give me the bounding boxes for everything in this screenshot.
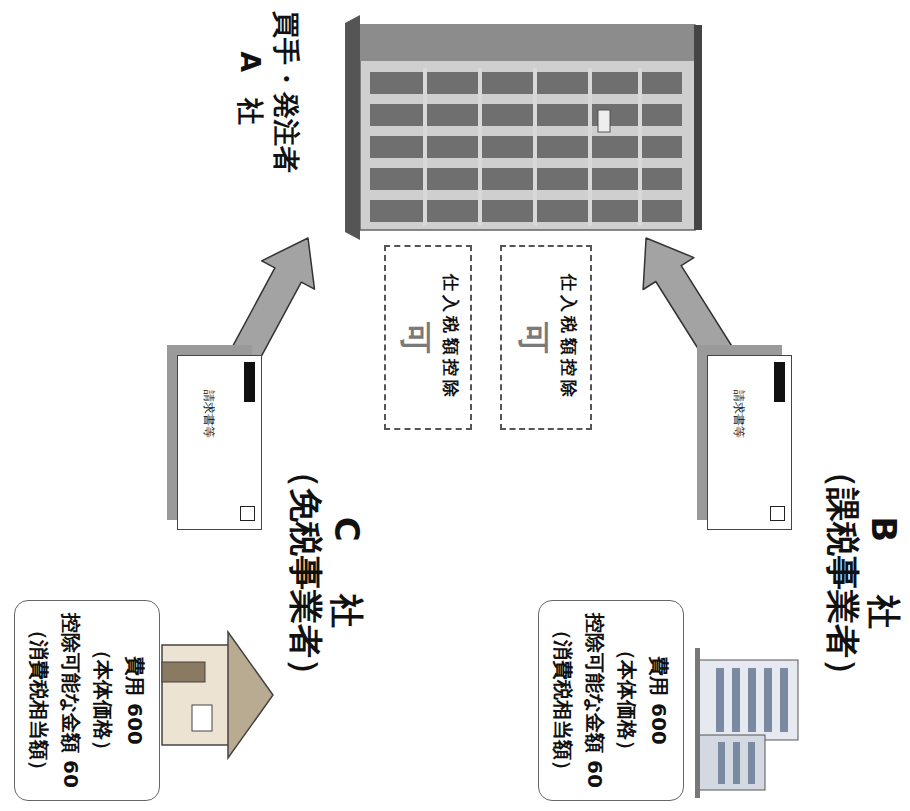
deduction-box: 仕入税額控除可: [384, 245, 472, 430]
amount-box: 費用 600（本体価格）控除可能な金額 60（消費税相当額）: [538, 600, 684, 801]
box-text: A 社: [231, 4, 267, 180]
invoice-document: 請求書等: [177, 355, 262, 530]
building-main: [698, 660, 798, 740]
tower-base: [345, 15, 360, 240]
block-arrow: [643, 238, 732, 363]
building-wing: [698, 735, 765, 790]
company-heading: B 社（課税事業者）: [822, 420, 904, 725]
heading-text: （課税事業者）: [822, 420, 863, 725]
box-text: （本体価格）: [87, 613, 119, 788]
company-heading: C 社（免税事業者）: [285, 420, 367, 725]
tower-sign: [598, 110, 610, 132]
invoice-document: 請求書等: [707, 355, 792, 530]
document-bar: [774, 362, 785, 402]
tower-facade: [360, 25, 695, 230]
tower-side: [360, 25, 695, 61]
box-text: 費用 600: [119, 613, 151, 788]
house-body: [162, 645, 230, 745]
box-text: 控除可能な金額 60: [55, 613, 87, 788]
heading-text: （免税事業者）: [285, 420, 326, 725]
box-text: （消費税相当額）: [23, 613, 55, 788]
box-text: 可: [394, 322, 436, 354]
building-ground: [695, 648, 700, 798]
document-stamp: [240, 506, 255, 521]
heading-text: B 社: [863, 440, 904, 725]
tower-windows: [370, 72, 682, 222]
deduction-box: 仕入税額控除可: [500, 245, 592, 430]
house-door: [162, 662, 205, 682]
office-building: [695, 648, 798, 798]
house-window: [192, 705, 212, 731]
box-text: （本体価格）: [611, 613, 643, 788]
house-roof: [228, 632, 273, 758]
amount-box: 費用 600（本体価格）控除可能な金額 60（消費税相当額）: [14, 600, 160, 801]
box-text: 買手・発注者: [268, 4, 304, 180]
document-stamp: [770, 506, 785, 521]
box-text: 仕入税額控除: [440, 274, 462, 402]
document-bar: [244, 362, 255, 402]
block-arrow: [232, 238, 315, 362]
box-text: 控除可能な金額 60: [579, 613, 611, 788]
office-tower: [345, 15, 702, 240]
box-text: 費用 600: [643, 613, 675, 788]
building-windows: [716, 668, 788, 784]
box-text: 仕入税額控除: [558, 274, 580, 402]
box-text: 請求書等: [730, 390, 747, 438]
tower-roof: [694, 25, 702, 230]
house: [162, 632, 273, 758]
buyer-company: 買手・発注者A 社: [210, 0, 700, 238]
box-text: （消費税相当額）: [547, 613, 579, 788]
tower-floors: [425, 68, 640, 226]
box-text: 可: [512, 322, 554, 354]
heading-text: C 社: [326, 440, 367, 725]
box-text: 請求書等: [200, 390, 217, 438]
